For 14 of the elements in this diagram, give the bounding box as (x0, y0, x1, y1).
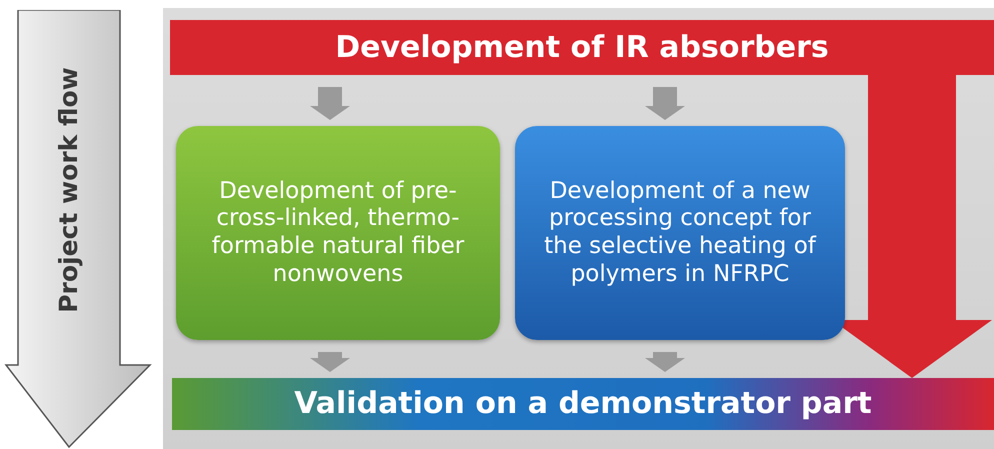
process-box (515, 126, 845, 340)
process-box (176, 126, 500, 340)
node-label: Development of pre-cross-linked, thermo-formable natural fiber nonwovens (210, 178, 466, 288)
arrow (645, 87, 685, 120)
node-label: Project work flow (54, 66, 84, 312)
arrow (310, 352, 350, 372)
result-bar (172, 378, 994, 430)
arrow (310, 87, 350, 120)
workflow-arrow (4, 10, 154, 449)
title-band (170, 20, 994, 75)
arrow (645, 352, 685, 372)
node-label: Validation on a demonstrator part (294, 386, 872, 422)
node-label: Development of a new processing concept for the selective heating of polymers in NFRPC (543, 178, 818, 288)
node-label: Development of IR absorbers (335, 30, 829, 66)
